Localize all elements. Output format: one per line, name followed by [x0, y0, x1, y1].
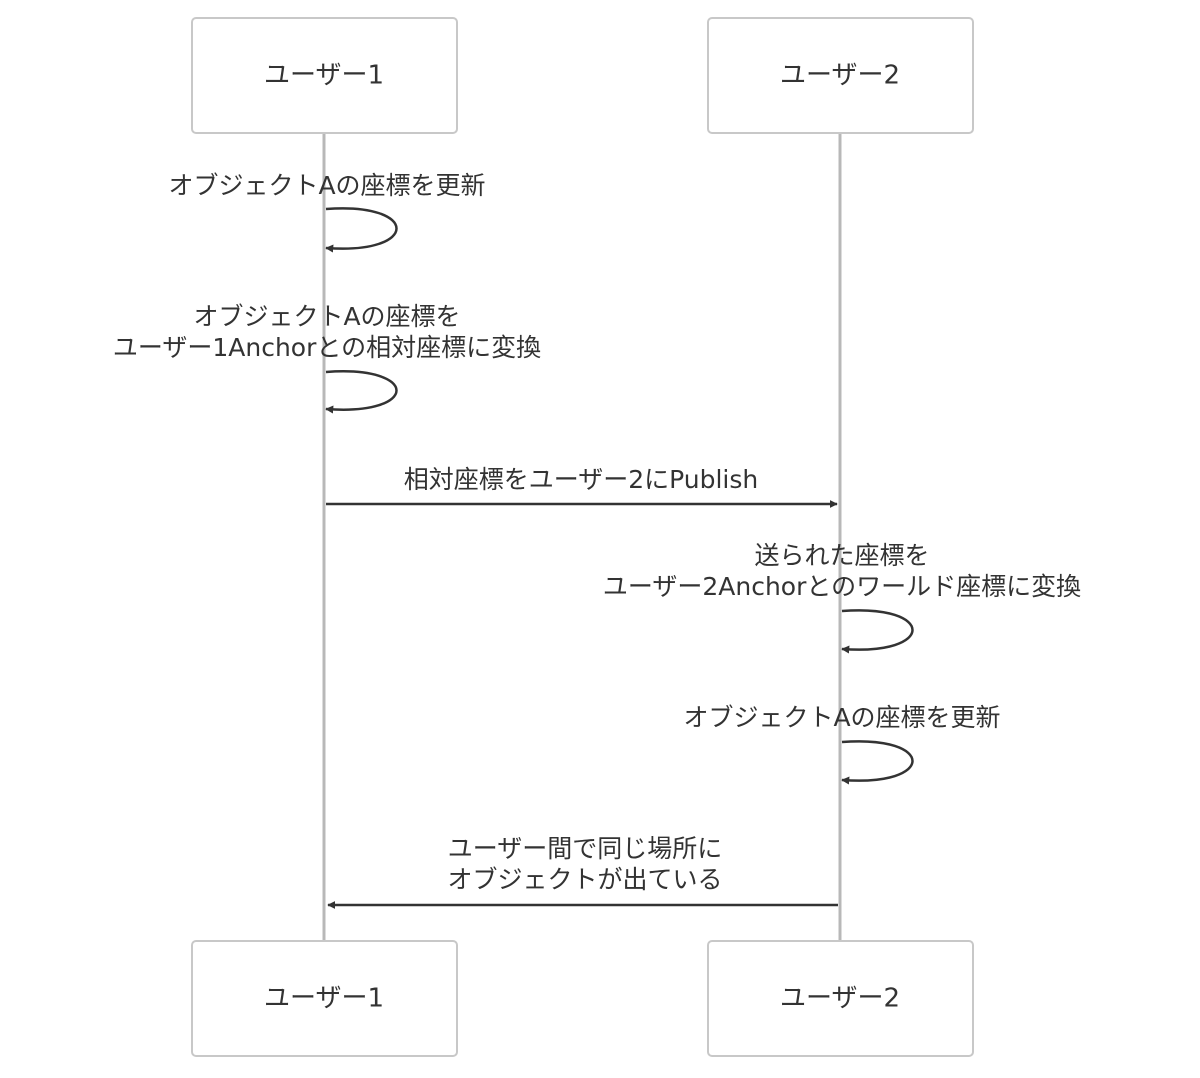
message-label: 相対座標をユーザー2にPublish	[404, 465, 759, 494]
message-same-place: ユーザー間で同じ場所に オブジェクトが出ている	[327, 834, 838, 909]
message-label: オブジェクトAの座標を更新	[168, 171, 485, 200]
message-label: 送られた座標を	[754, 541, 929, 570]
actor-user2-top: ユーザー2	[707, 17, 974, 134]
message-label: ユーザー2Anchorとのワールド座標に変換	[603, 572, 1081, 601]
self-loop-arrow	[325, 207, 398, 253]
actor-label: ユーザー1	[264, 61, 384, 91]
self-loop-arrow	[325, 370, 398, 414]
actor-label: ユーザー2	[780, 61, 900, 91]
message-label: ユーザー1Anchorとの相対座標に変換	[113, 333, 541, 362]
actor-label: ユーザー2	[780, 984, 900, 1014]
message-label: オブジェクトが出ている	[447, 865, 722, 894]
message-label: ユーザー間で同じ場所に	[448, 834, 723, 863]
message-self-update-user1: オブジェクトAの座標を更新	[168, 171, 486, 253]
message-self-convert-user2: 送られた座標を ユーザー2Anchorとのワールド座標に変換	[603, 541, 1081, 654]
message-self-convert-user1: オブジェクトAの座標を ユーザー1Anchorとの相対座標に変換	[113, 302, 541, 414]
self-loop-arrow	[841, 740, 914, 785]
message-label: オブジェクトAの座標を更新	[683, 703, 1000, 732]
actor-user1-bottom: ユーザー1	[191, 940, 458, 1057]
actor-user2-bottom: ユーザー2	[707, 940, 974, 1057]
self-loop-arrow	[841, 609, 914, 654]
message-self-update-user2: オブジェクトAの座標を更新	[683, 703, 1001, 785]
actor-label: ユーザー1	[264, 984, 384, 1014]
message-label: オブジェクトAの座標を	[193, 302, 460, 331]
actor-user1-top: ユーザー1	[191, 17, 458, 134]
message-publish: 相対座標をユーザー2にPublish	[326, 465, 838, 508]
